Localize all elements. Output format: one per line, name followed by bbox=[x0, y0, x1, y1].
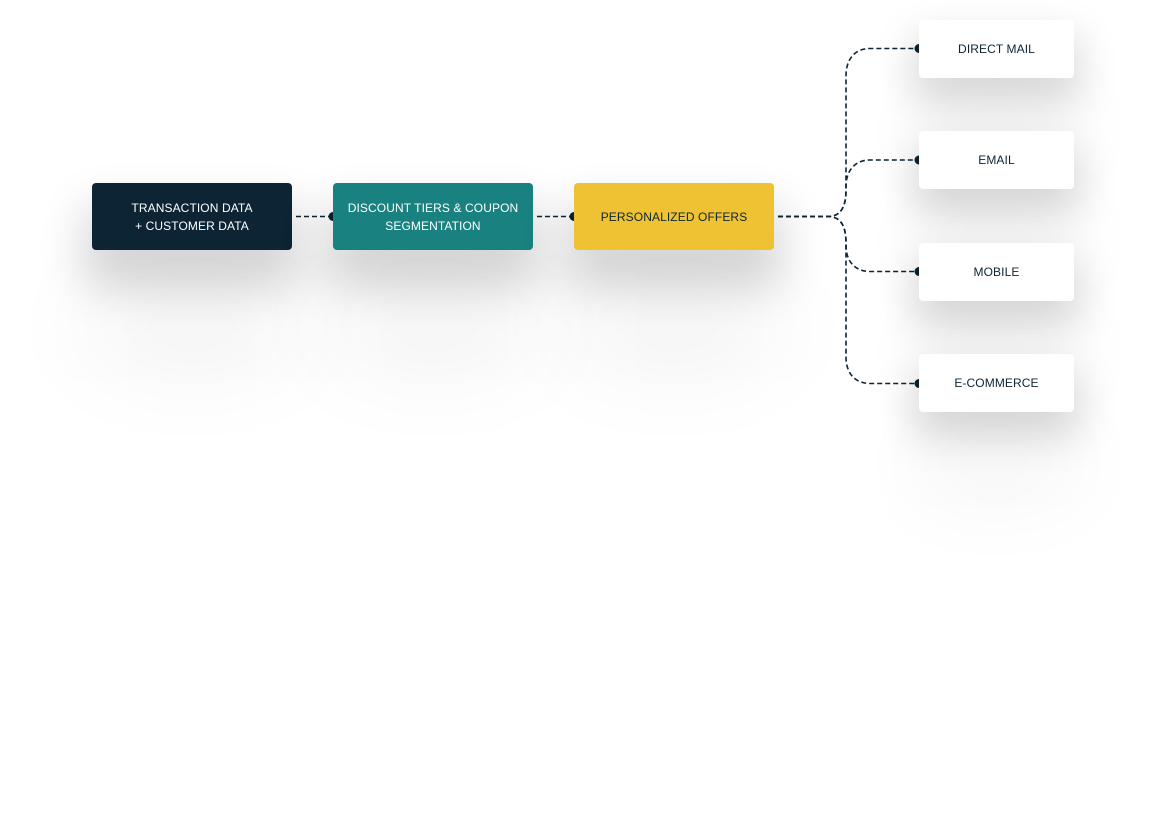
connector-offers-direct-mail bbox=[778, 47, 919, 218]
node-label: TRANSACTION DATA + CUSTOMER DATA bbox=[131, 200, 253, 233]
channel-label: EMAIL bbox=[978, 153, 1015, 167]
node-label: DISCOUNT TIERS & COUPON SEGMENTATION bbox=[347, 200, 519, 233]
connector-offers-ecommerce bbox=[778, 215, 919, 385]
channel-label: DIRECT MAIL bbox=[958, 42, 1035, 56]
node-transaction-customer-data: TRANSACTION DATA + CUSTOMER DATA bbox=[92, 183, 292, 250]
channel-direct-mail: DIRECT MAIL bbox=[919, 20, 1074, 78]
node-personalized-offers: PERSONALIZED OFFERS bbox=[574, 183, 774, 250]
channel-label: E-COMMERCE bbox=[954, 376, 1039, 390]
node-discount-segmentation: DISCOUNT TIERS & COUPON SEGMENTATION bbox=[333, 183, 533, 250]
channel-email: EMAIL bbox=[919, 131, 1074, 189]
channel-label: MOBILE bbox=[973, 265, 1020, 279]
connector-offers-email bbox=[778, 159, 919, 218]
channel-ecommerce: E-COMMERCE bbox=[919, 354, 1074, 412]
node-label: PERSONALIZED OFFERS bbox=[600, 209, 748, 224]
channel-mobile: MOBILE bbox=[919, 243, 1074, 301]
connector-offers-mobile bbox=[778, 215, 919, 273]
